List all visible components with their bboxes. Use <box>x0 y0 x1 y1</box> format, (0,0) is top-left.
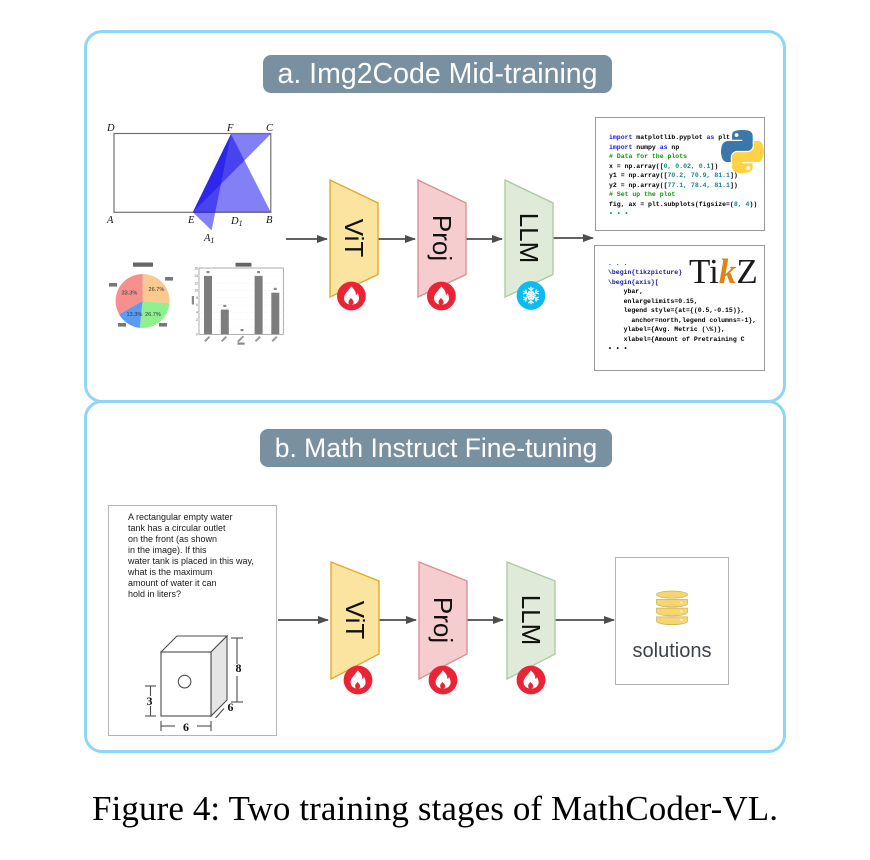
svg-text:2: 2 <box>196 318 198 322</box>
svg-text:ViT: ViT <box>339 219 369 258</box>
svg-text:16: 16 <box>194 267 198 271</box>
svg-text:4: 4 <box>196 311 198 315</box>
svg-text:C: C <box>266 123 274 134</box>
svg-text:14: 14 <box>194 274 198 278</box>
svg-text:F: F <box>226 123 234 134</box>
svg-text:E: E <box>187 215 195 226</box>
svg-text:8: 8 <box>236 661 242 675</box>
svg-text:TikZ: TikZ <box>689 252 758 291</box>
svg-text:33.3%: 33.3% <box>122 291 138 297</box>
svg-text:10: 10 <box>194 289 198 293</box>
svg-text:26.7%: 26.7% <box>149 287 165 293</box>
svg-text:LLM: LLM <box>516 595 546 646</box>
svg-text:D: D <box>106 123 115 134</box>
svg-text:12: 12 <box>194 281 198 285</box>
svg-text:3: 3 <box>147 694 153 708</box>
svg-text:LLM: LLM <box>514 213 544 264</box>
svg-text:8: 8 <box>196 296 198 300</box>
svg-text:Proj: Proj <box>427 215 457 261</box>
svg-text:13.3%: 13.3% <box>127 312 143 318</box>
svg-text:6: 6 <box>196 303 198 307</box>
svg-text:26.7%: 26.7% <box>145 312 161 318</box>
svg-text:6: 6 <box>183 720 189 734</box>
svg-text:A: A <box>106 215 114 226</box>
svg-text:B: B <box>266 215 273 226</box>
svg-text:ViT: ViT <box>340 601 370 640</box>
svg-text:D1: D1 <box>230 216 243 228</box>
svg-text:6: 6 <box>228 700 234 714</box>
svg-text:0: 0 <box>196 332 198 336</box>
svg-text:A1: A1 <box>203 233 214 245</box>
svg-text:Proj: Proj <box>428 597 458 643</box>
